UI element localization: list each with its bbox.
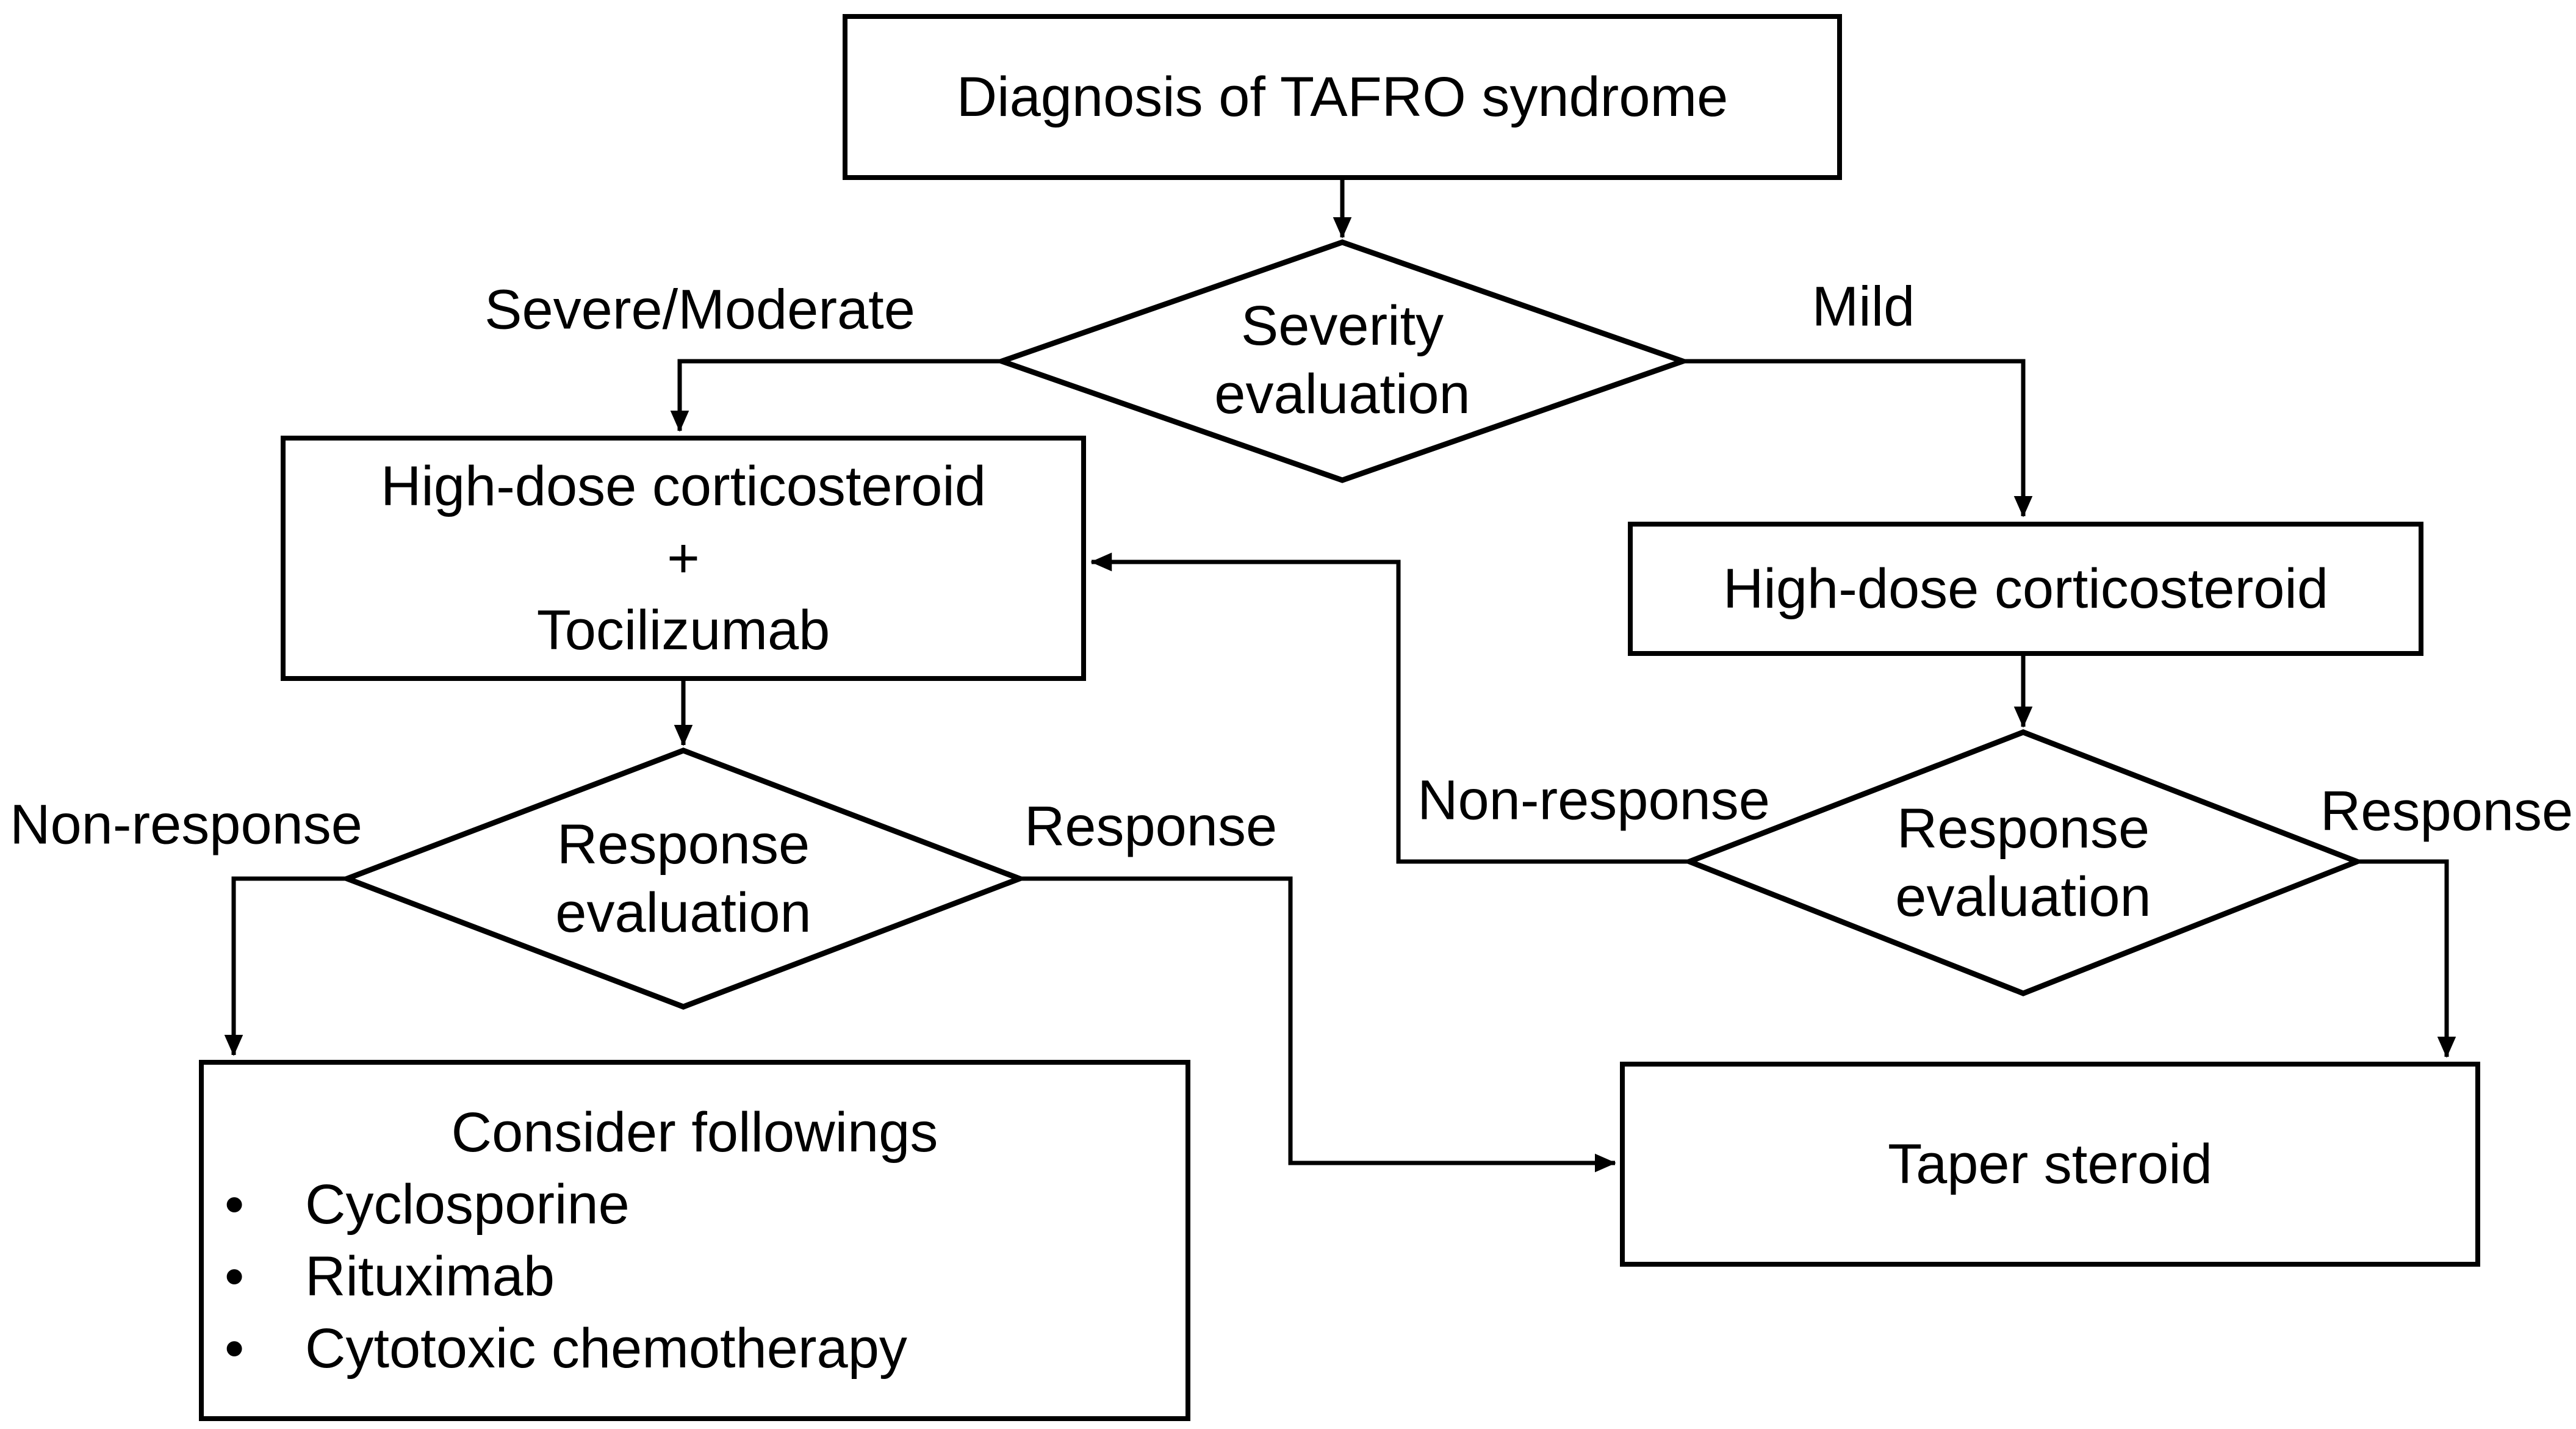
bullet-icon: • — [225, 1317, 245, 1380]
branch-label-severe-moderate: Severe/Moderate — [484, 278, 915, 341]
branch-label-response-left: Response — [1024, 795, 1278, 858]
branch-label-non-response-right: Non-response — [1417, 769, 1770, 832]
edge-nonresponse-to-consider — [224, 876, 347, 1056]
consider-bullet-row: • Rituximab — [204, 1240, 1185, 1312]
severe-treatment-box: High-dose corticosteroid + Tocilizumab — [281, 436, 1086, 681]
diagnosis-box: Diagnosis of TAFRO syndrome — [843, 14, 1842, 180]
consider-bullet-3: Cytotoxic chemotherapy — [305, 1317, 907, 1380]
taper-steroid-box: Taper steroid — [1620, 1062, 2480, 1267]
edge-response-to-taper-left — [1020, 876, 1616, 1173]
consider-bullet-2: Rituximab — [305, 1245, 555, 1308]
taper-steroid-label: Taper steroid — [1888, 1133, 2212, 1195]
response-evaluation-caption-severe: Response evaluation — [555, 810, 811, 947]
severe-treatment-line1: High-dose corticosteroid — [380, 455, 986, 517]
branch-label-response-right: Response — [2320, 780, 2574, 843]
edge-nonresponse-feedback-to-severe-treatment — [1090, 552, 1689, 864]
edge-severity-to-severe-treatment — [670, 359, 1002, 432]
mild-treatment-label: High-dose corticosteroid — [1722, 558, 2328, 620]
consider-bullet-row: • Cyclosporine — [204, 1168, 1185, 1240]
severe-treatment-plus: + — [667, 527, 700, 589]
consider-bullet-1: Cyclosporine — [305, 1173, 630, 1236]
response-caption-severe-line1: Response — [556, 813, 810, 876]
response-evaluation-caption-mild: Response evaluation — [1895, 794, 2151, 931]
severity-evaluation-caption: Severity evaluation — [1214, 292, 1470, 428]
severity-evaluation-diamond — [993, 239, 1691, 483]
severity-caption-line2: evaluation — [1214, 363, 1470, 425]
bullet-icon: • — [225, 1173, 245, 1236]
response-evaluation-diamond-mild — [1682, 729, 2365, 996]
response-caption-mild-line1: Response — [1896, 797, 2150, 860]
severity-caption-line1: Severity — [1240, 295, 1444, 357]
edge-severity-to-mild-treatment — [1683, 359, 2033, 517]
bullet-icon: • — [225, 1245, 245, 1308]
consider-box: Consider followings • Cyclosporine • Rit… — [199, 1060, 1190, 1421]
severe-treatment-line3: Tocilizumab — [536, 599, 830, 661]
diagnosis-label: Diagnosis of TAFRO syndrome — [956, 66, 1729, 128]
response-evaluation-diamond-severe — [339, 747, 1027, 1010]
response-caption-severe-line2: evaluation — [555, 882, 811, 944]
consider-title: Consider followings — [451, 1101, 938, 1164]
branch-label-mild: Mild — [1811, 275, 1915, 338]
mild-treatment-box: High-dose corticosteroid — [1628, 522, 2423, 656]
consider-bullet-row: • Cytotoxic chemotherapy — [204, 1312, 1185, 1384]
response-caption-mild-line2: evaluation — [1895, 866, 2151, 928]
branch-label-non-response-left: Non-response — [10, 793, 362, 856]
edge-response-to-taper-top — [2357, 859, 2456, 1058]
